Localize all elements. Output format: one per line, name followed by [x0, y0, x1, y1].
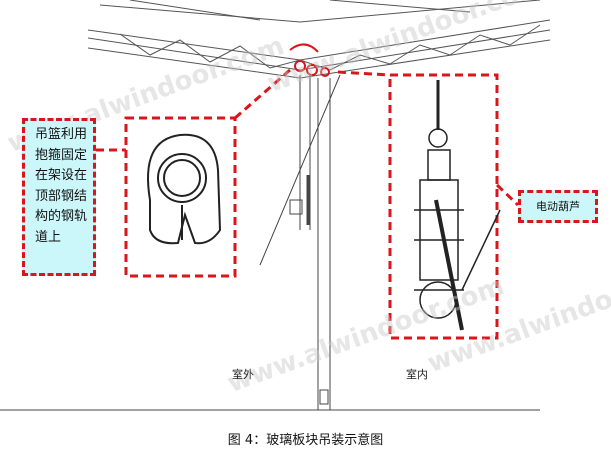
- clamp-drawing: [147, 133, 222, 245]
- outdoor-label: 室外: [232, 368, 254, 381]
- hoist-drawing: [414, 80, 501, 331]
- indoor-label: 室内: [406, 368, 428, 381]
- note-line: 抱箍固定: [35, 147, 88, 163]
- rail-clamp-point: [289, 43, 330, 77]
- hoist-note: 电动葫芦: [518, 190, 598, 223]
- note-line: 在架设在: [35, 168, 88, 183]
- clamp-note: 吊篮利用 抱箍固定 在架设在 顶部钢结 构的钢轨 道上: [22, 118, 96, 276]
- note-line: 吊篮利用: [35, 127, 88, 142]
- clamp-detail-box: [124, 116, 237, 278]
- callout-lines: [96, 68, 520, 207]
- hoist-detail-box: [388, 73, 499, 340]
- figure-caption: 图 4：玻璃板块吊装示意图: [227, 433, 384, 448]
- wall: [0, 74, 540, 411]
- note-line: 构的钢轨: [35, 209, 88, 224]
- note-line: 道上: [35, 229, 62, 245]
- note-line: 顶部钢结: [35, 188, 88, 204]
